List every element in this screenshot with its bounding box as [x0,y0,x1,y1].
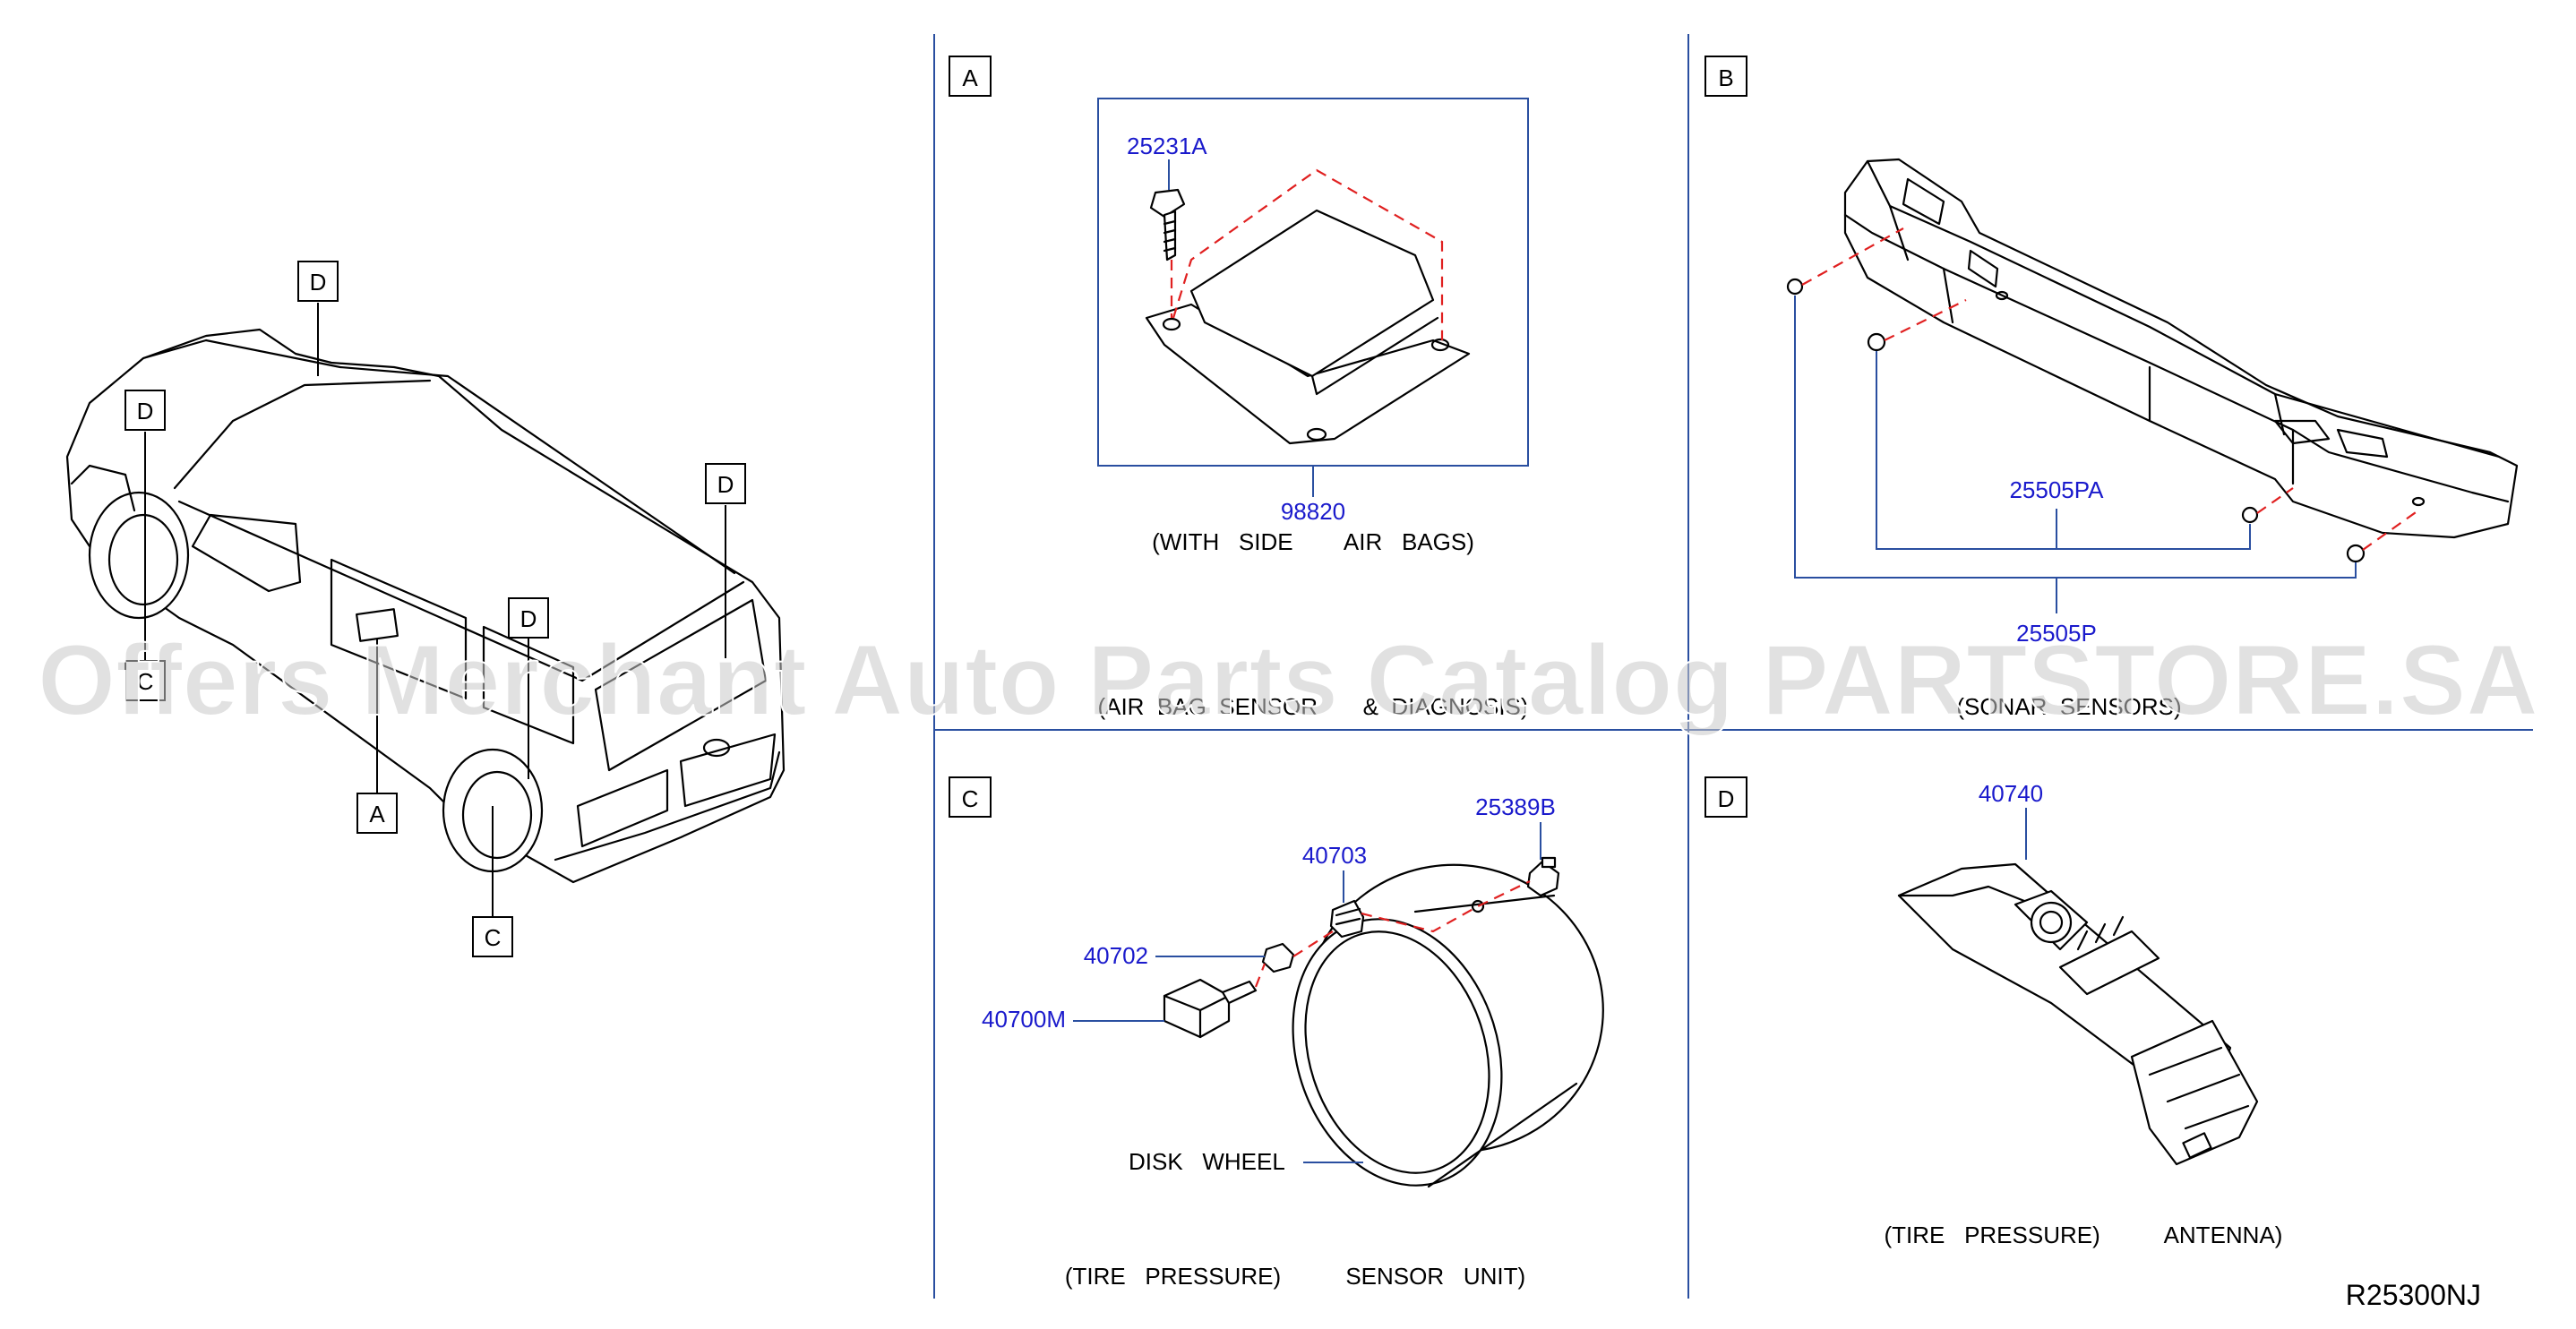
sonar-sensor-illustrations [1786,278,2366,563]
svg-text:D: D [717,471,734,498]
note-with-side-air-bags: (WITH SIDE AIR BAGS) [1152,528,1474,555]
caption-tire-pressure-antenna: (TIRE PRESSURE) ANTENNA) [1885,1222,2283,1248]
disk-wheel-illustration [1292,863,1604,1188]
part-40702: 40702 [1084,942,1148,969]
caption-air-bag-sensor: (AIR BAG SENSOR & DIAGNOSIS) [1097,693,1528,720]
rear-bumper-illustration [1843,158,2519,539]
caption-tire-pressure-sensor-unit: (TIRE PRESSURE) SENSOR UNIT) [1065,1263,1525,1290]
svg-text:C: C [485,924,502,951]
part-40740: 40740 [1979,780,2043,807]
callout-d-roof: D [297,261,339,302]
svg-text:D: D [310,269,327,296]
part-25505PA: 25505PA [2009,476,2104,503]
svg-text:A: A [369,801,385,827]
svg-text:C: C [137,668,154,695]
callout-d-front: D [125,390,166,431]
svg-text:D: D [137,398,154,424]
callout-d-side: D [508,597,549,639]
svg-text:D: D [520,605,537,632]
section-b: B 25505PA 25505P (SONAR SENSORS) [1704,56,2519,720]
svg-text:D: D [1718,785,1735,812]
section-dividers [933,34,2533,1299]
callout-a-overview: A [356,793,398,834]
svg-text:C: C [962,785,979,812]
section-d: D 40740 (TIRE PRESSURE) ANTENNA) [1704,776,2283,1248]
part-40700M: 40700M [982,1006,1066,1033]
part-98820: 98820 [1281,498,1345,525]
disk-wheel-label: DISK WHEEL [1129,1148,1285,1175]
svg-text:B: B [1718,64,1733,91]
drawing-reference-number: R25300NJ [2346,1279,2481,1311]
part-25389B: 25389B [1475,793,1556,820]
vehicle-overview-illustration [65,303,786,917]
svg-text:A: A [962,64,978,91]
part-25505P: 25505P [2016,620,2097,647]
callout-d-rear: D [705,463,746,504]
caption-sonar-sensors: (SONAR SENSORS) [1956,693,2181,720]
airbag-control-unit-illustration [1145,209,1471,445]
bolt-illustration [1149,188,1186,262]
section-c: C 25389B 40703 40702 40700M DIS [949,776,1604,1290]
valve-parts-illustration [1163,856,1560,1039]
catalog-watermark: Offers Merchant Auto Parts Catalog PARTS… [38,624,2538,736]
section-a: A 25231A 98820 (WITH SIDE AIR BAGS) (AIR… [949,56,1529,720]
callout-c-front: C [125,660,166,701]
tire-pressure-antenna-illustration [1897,862,2259,1166]
part-25231A: 25231A [1127,133,1207,159]
callout-c-rear: C [472,916,513,957]
part-40703: 40703 [1302,842,1367,869]
